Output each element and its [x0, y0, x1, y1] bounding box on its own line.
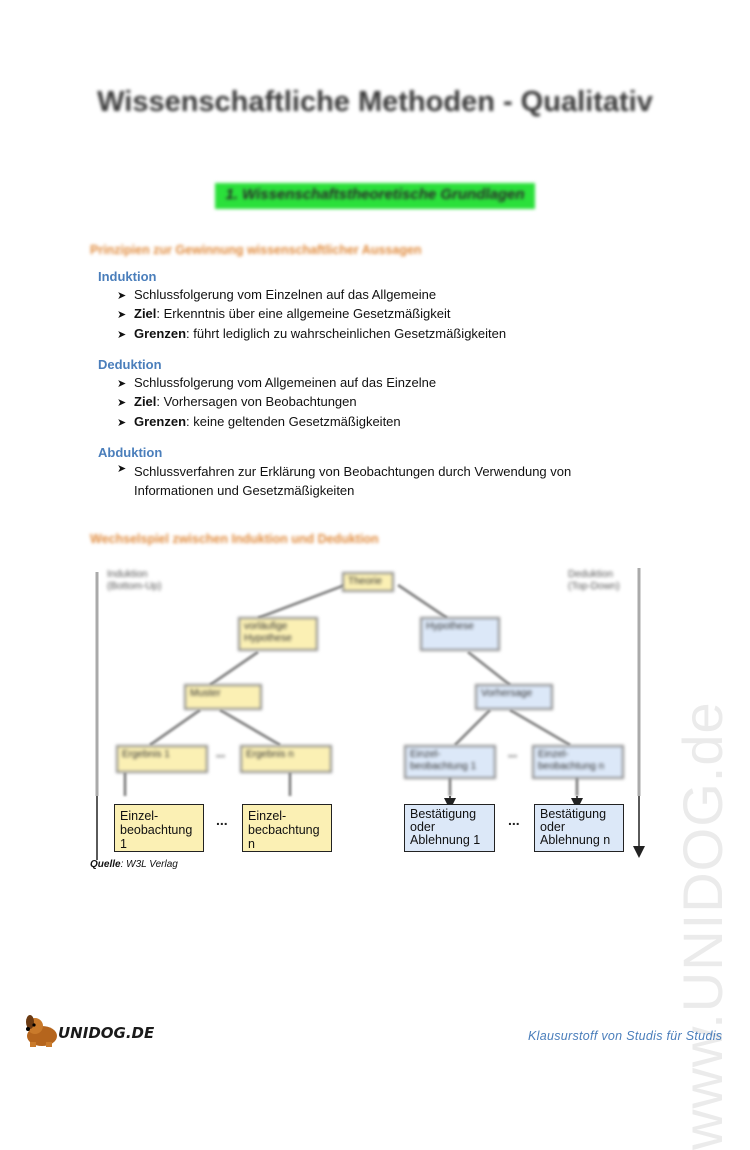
- induction-deduction-diagram: Induktion(Bottom-Up) Deduktion(Top-Down)…: [90, 560, 650, 860]
- source-caption: Quelle: W3L Verlag: [90, 859, 178, 870]
- ellipsis: ...: [508, 748, 518, 760]
- ellipsis: ...: [216, 748, 226, 760]
- bullet-item: ➤Grenzen: führt lediglich zu wahrscheinl…: [117, 326, 507, 341]
- watermark-text: www.UNIDOG.de: [671, 701, 734, 1150]
- node-hypothese: Hypothese: [420, 617, 500, 651]
- node-einzelbeobachtung-n: Einzel-becbachtung n: [242, 804, 332, 852]
- footer-tagline: Klausurstoff von Studis für Studis: [528, 1029, 723, 1043]
- bullet-item: ➤Ziel: Vorhersagen von Beobachtungen: [117, 394, 357, 409]
- bullet-item: ➤Ziel: Erkenntnis über eine allgemeine G…: [117, 306, 451, 321]
- page-title: Wissenschaftliche Methoden - Qualitativ: [97, 86, 653, 118]
- induction-axis-label: Induktion(Bottom-Up): [107, 569, 162, 592]
- logo-text: UNIDOG.DE: [58, 1024, 155, 1042]
- bullet-item: ➤Schlussfolgerung vom Einzelnen auf das …: [117, 287, 437, 302]
- section-highlight: [215, 183, 535, 209]
- principles-heading: Prinzipien zur Gewinnung wissenschaftlic…: [90, 243, 422, 257]
- node-ergebnis-n: Ergebnis n: [240, 745, 332, 773]
- bullet-item: ➤Schlussfolgerung vom Allgemeinen auf da…: [117, 375, 437, 390]
- method-heading-abduktion: Abduktion: [98, 445, 163, 460]
- bullet-item: ➤Grenzen: keine geltenden Gesetzmäßigkei…: [117, 414, 401, 429]
- watermark: www.UNIDOG.de: [670, 270, 734, 1150]
- ellipsis: ...: [508, 812, 520, 828]
- method-heading-deduktion: Deduktion: [98, 357, 162, 372]
- node-theorie: Theorie: [342, 572, 394, 592]
- interplay-heading: Wechselspiel zwischen Induktion und Dedu…: [90, 532, 379, 546]
- ellipsis: ...: [216, 812, 228, 828]
- dog-icon: [26, 1015, 57, 1047]
- node-muster: Muster: [184, 684, 262, 710]
- node-einzelbeobachtung-n-blurred: Einzel-beobachtung n: [532, 745, 624, 779]
- node-einzelbeobachtung-1-blurred: Einzel-beobachtung 1: [404, 745, 496, 779]
- node-vorhersage: Vorhersage: [475, 684, 553, 710]
- node-ergebnis-1: Ergebnis 1: [116, 745, 208, 773]
- node-einzelbeobachtung-1: Einzel-beobachtung 1: [114, 804, 204, 852]
- deduction-axis-label: Deduktion(Top-Down): [568, 569, 620, 592]
- method-heading-induktion: Induktion: [98, 269, 157, 284]
- unidog-logo: [22, 1014, 152, 1048]
- section-title: 1. Wissenschaftstheoretische Grundlagen: [225, 186, 525, 203]
- bullet-item: ➤Schlussverfahren zur Erklärung von Beob…: [117, 463, 572, 498]
- diagram-connectors: [95, 568, 645, 860]
